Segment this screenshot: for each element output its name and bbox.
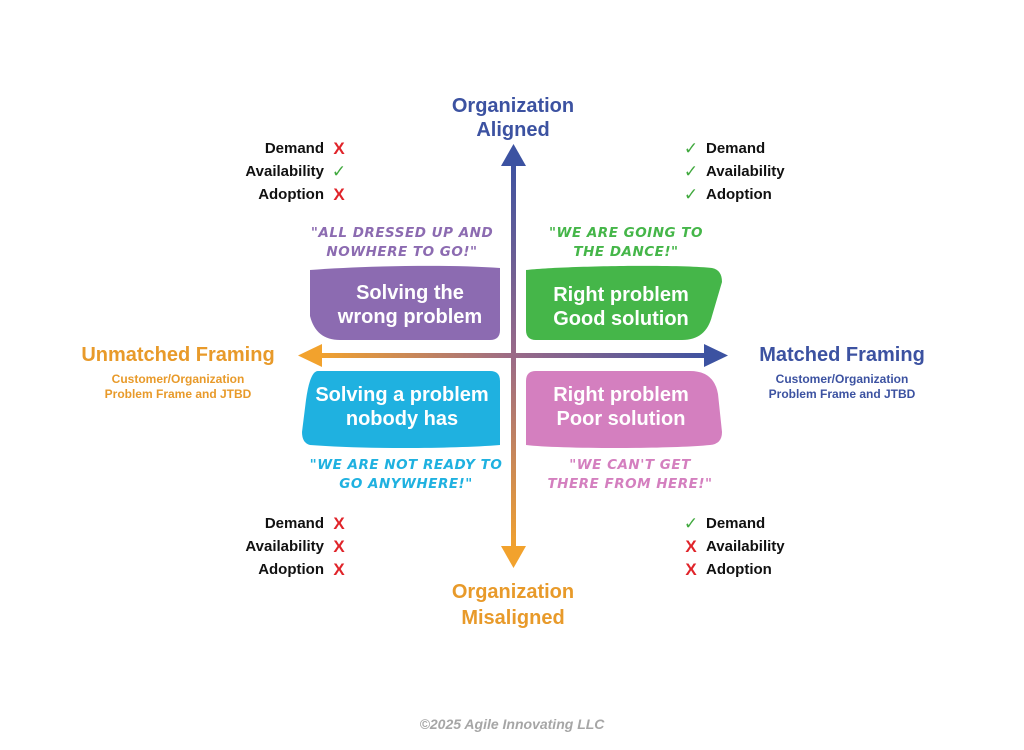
top-left-box-text: Solving the wrong problem	[320, 281, 500, 329]
checklist-label: Availability	[706, 163, 785, 180]
checklist-label: Demand	[264, 140, 324, 157]
bottom-left-box-text: Solving a problem nobody has	[304, 383, 500, 431]
box-bottom-left	[302, 371, 500, 448]
top-left-line1: Solving the	[356, 282, 464, 304]
top-left-quote: "All dressed up and nowhere to go!"	[302, 224, 502, 262]
checklist-label: Demand	[264, 515, 324, 532]
copyright-footer: ©2025 Agile Innovating LLC	[419, 716, 605, 732]
bottom-right-box-text: Right problem Poor solution	[526, 383, 716, 431]
x-mark-icon: X	[333, 537, 345, 556]
arrow-down-icon	[501, 546, 526, 568]
checklist-label: Adoption	[706, 561, 772, 578]
top-right-quote-line1: "We are going to	[549, 225, 703, 241]
top-right-line1: Right problem	[553, 284, 689, 306]
x-mark-icon: X	[333, 514, 345, 533]
top-axis-line2: Aligned	[476, 119, 550, 141]
checklist-row: Demand X	[200, 512, 350, 535]
checklist-row: X Availability	[680, 535, 830, 558]
top-right-quote: "We are going to the dance!"	[526, 224, 726, 262]
checklist-row: Demand X	[200, 137, 350, 160]
bottom-axis-line1: Organization	[451, 581, 575, 603]
check-mark-icon: ✓	[683, 185, 699, 204]
left-axis-label: Unmatched Framing Customer/Organization …	[70, 343, 286, 402]
box-top-left	[310, 265, 500, 340]
box-top-right	[526, 265, 722, 340]
checklist-label: Availability	[706, 538, 785, 555]
bottom-right-quote-line1: "We can't get	[569, 457, 691, 473]
checklist-row: Availability ✓	[200, 160, 350, 183]
arrow-right-icon	[704, 344, 728, 367]
top-axis-line1: Organization	[451, 95, 575, 117]
bottom-axis-line2: Misaligned	[461, 607, 565, 629]
right-axis-title: Matched Framing	[759, 344, 925, 366]
checklist-row: Adoption X	[200, 183, 350, 206]
top-right-box-text: Right problem Good solution	[526, 283, 716, 331]
top-left-line2: wrong problem	[337, 306, 483, 328]
checklist-row: X Adoption	[680, 558, 830, 581]
box-bottom-right	[526, 371, 722, 448]
top-right-checklist: ✓ Demand ✓ Availability ✓ Adoption	[680, 137, 830, 206]
top-left-quote-line1: "All dressed up and	[310, 225, 494, 241]
checklist-label: Adoption	[706, 186, 772, 203]
bottom-right-quote: "We can't get there from here!"	[530, 456, 730, 494]
bottom-axis-label: Organization Misaligned	[413, 579, 613, 631]
right-axis-sub1: Customer/Organization	[775, 372, 909, 386]
x-mark-icon: X	[685, 537, 697, 556]
check-mark-icon: ✓	[331, 162, 347, 181]
checklist-row: ✓ Availability	[680, 160, 830, 183]
checklist-row: Adoption X	[200, 558, 350, 581]
bottom-left-quote-line1: "We are not ready to	[309, 457, 503, 473]
top-axis-label: Organization Aligned	[413, 94, 613, 142]
left-axis-sub2: Problem Frame and JTBD	[104, 387, 252, 401]
bottom-right-line2: Poor solution	[556, 408, 686, 430]
bottom-right-quote-line2: there from here!"	[547, 476, 713, 492]
right-axis-sub2: Problem Frame and JTBD	[768, 387, 916, 401]
check-mark-icon: ✓	[683, 162, 699, 181]
checklist-label: Adoption	[258, 561, 324, 578]
bottom-right-line1: Right problem	[553, 384, 689, 406]
checklist-label: Availability	[245, 163, 324, 180]
horizontal-axis-line	[318, 353, 712, 358]
x-mark-icon: X	[685, 560, 697, 579]
x-mark-icon: X	[333, 139, 345, 158]
checklist-row: ✓ Demand	[680, 137, 830, 160]
checklist-label: Adoption	[258, 186, 324, 203]
top-right-line2: Good solution	[553, 308, 689, 330]
bottom-left-quote-line2: go anywhere!"	[339, 476, 473, 492]
checklist-row: Availability X	[200, 535, 350, 558]
top-left-quote-line2: nowhere to go!"	[326, 244, 478, 260]
left-axis-title: Unmatched Framing	[81, 344, 275, 366]
check-mark-icon: ✓	[683, 139, 699, 158]
left-axis-sub1: Customer/Organization	[111, 372, 245, 386]
arrow-left-icon	[298, 344, 322, 367]
bottom-left-quote: "We are not ready to go anywhere!"	[306, 456, 506, 494]
x-mark-icon: X	[333, 185, 345, 204]
checklist-label: Demand	[706, 515, 766, 532]
checklist-row: ✓ Demand	[680, 512, 830, 535]
checklist-label: Availability	[245, 538, 324, 555]
bottom-left-line2: nobody has	[345, 408, 459, 430]
x-mark-icon: X	[333, 560, 345, 579]
checklist-label: Demand	[706, 140, 766, 157]
check-mark-icon: ✓	[683, 514, 699, 533]
arrow-up-icon	[501, 144, 526, 166]
bottom-left-line1: Solving a problem	[315, 384, 489, 406]
top-right-quote-line2: the dance!"	[573, 244, 679, 260]
right-axis-label: Matched Framing Customer/Organization Pr…	[742, 343, 942, 402]
checklist-row: ✓ Adoption	[680, 183, 830, 206]
